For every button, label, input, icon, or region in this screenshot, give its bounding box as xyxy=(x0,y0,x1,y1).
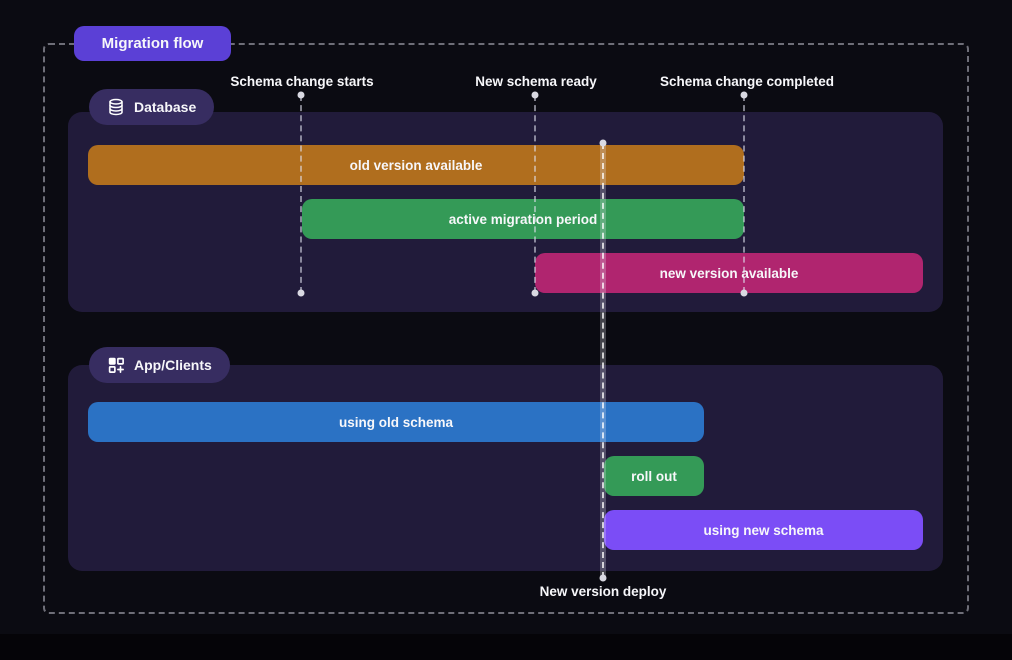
diagram-title: Migration flow xyxy=(74,26,231,61)
bottom-strip xyxy=(0,634,1012,660)
bar-using-new-schema: using new schema xyxy=(604,510,923,550)
bar-roll-out: roll out xyxy=(604,456,704,496)
bar-active-migration-period: active migration period xyxy=(302,199,744,239)
milestone-line-schema-change-starts xyxy=(300,95,302,293)
milestone-label-schema-change-completed: Schema change completed xyxy=(659,74,835,89)
bar-new-version-available: new version available xyxy=(535,253,923,293)
diagram-frame xyxy=(43,43,969,614)
apps-plus-icon xyxy=(107,356,125,374)
database-badge: Database xyxy=(89,89,215,125)
bar-using-old-schema: using old schema xyxy=(88,402,704,442)
deploy-marker-dot xyxy=(599,139,607,147)
app-clients-badge-label: App/Clients xyxy=(134,357,212,373)
milestone-label-schema-change-starts: Schema change starts xyxy=(230,74,374,89)
milestone-line-new-schema-ready xyxy=(534,95,536,293)
milestone-dot xyxy=(740,91,748,99)
milestone-dot xyxy=(297,91,305,99)
milestone-dot xyxy=(531,289,539,297)
app-clients-badge: App/Clients xyxy=(89,347,230,383)
deploy-marker-dot xyxy=(599,574,607,582)
deploy-marker-line xyxy=(600,143,606,578)
milestone-label-new-schema-ready: New schema ready xyxy=(475,74,597,89)
milestone-dot xyxy=(740,289,748,297)
milestone-dot xyxy=(531,91,539,99)
milestone-line-schema-change-completed xyxy=(743,95,745,293)
deploy-marker-label: New version deploy xyxy=(539,584,667,599)
database-badge-label: Database xyxy=(134,99,197,115)
milestone-dot xyxy=(297,289,305,297)
bar-old-version-available: old version available xyxy=(88,145,744,185)
database-icon xyxy=(107,98,125,116)
